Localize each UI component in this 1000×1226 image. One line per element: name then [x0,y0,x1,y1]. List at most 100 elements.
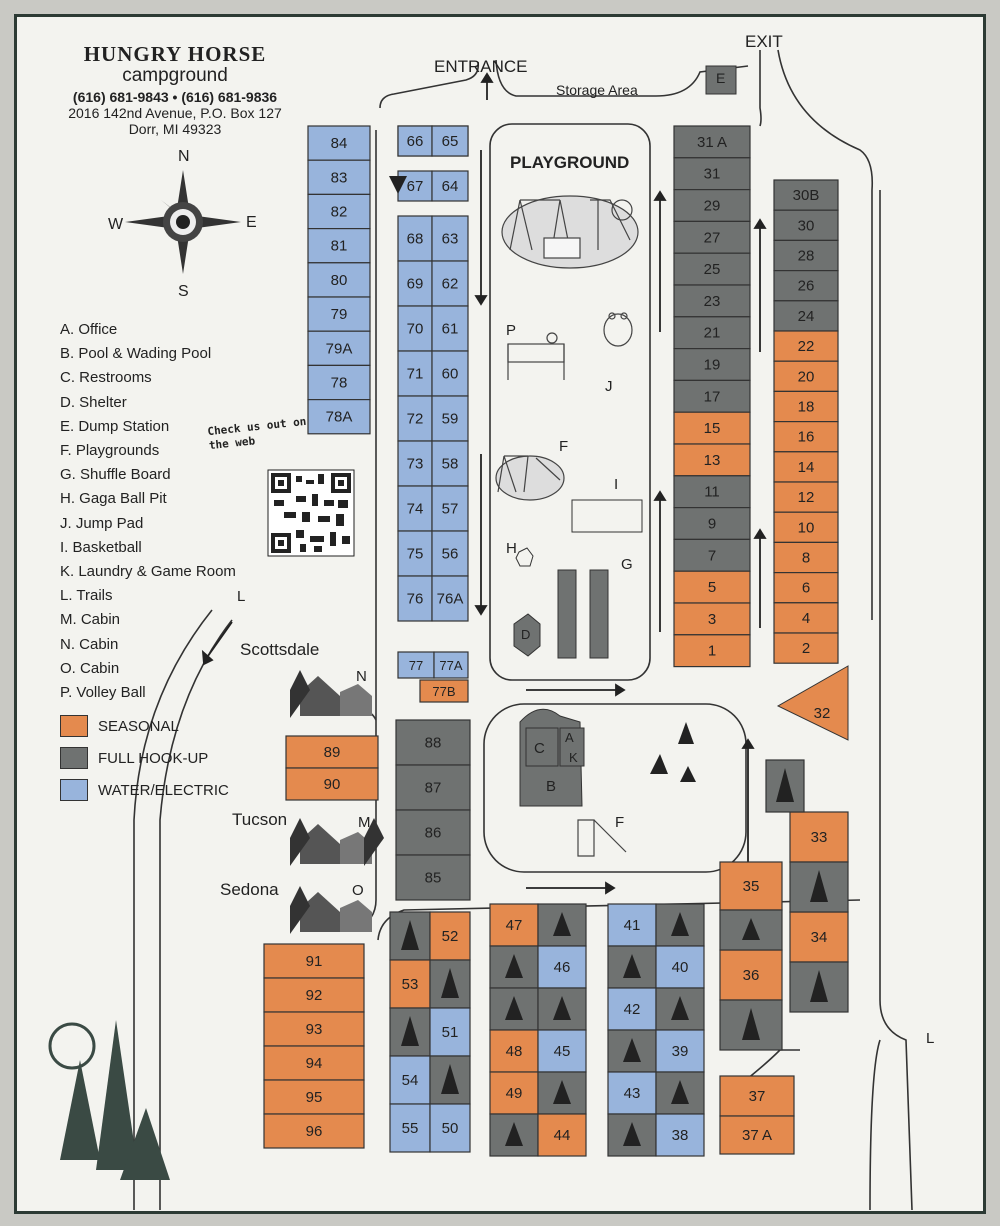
campsite[interactable]: 42 [607,987,657,1031]
campsite[interactable] [655,903,705,947]
campsite[interactable]: 83 [307,159,371,195]
campsite[interactable]: 27 [673,220,751,254]
campsite[interactable]: 36 [719,949,783,1001]
campsite[interactable]: 77A [433,651,469,679]
campsite[interactable]: 17 [673,379,751,413]
campsite[interactable]: 44 [537,1113,587,1157]
campsite[interactable]: 64 [431,170,469,202]
campsite[interactable]: 22 [773,330,839,362]
campsite[interactable]: 29 [673,189,751,223]
campsite[interactable]: 96 [263,1113,365,1149]
campsite[interactable]: 1 [673,634,751,668]
campsite[interactable]: 85 [395,854,471,901]
campsite[interactable]: 76A [431,575,469,622]
campsite[interactable]: 41 [607,903,657,947]
campsite[interactable]: 63 [431,215,469,262]
campsite[interactable]: 49 [489,1071,539,1115]
campsite[interactable]: 33 [789,811,849,863]
campsite[interactable]: 56 [431,530,469,577]
campsite[interactable]: 14 [773,451,839,483]
campsite[interactable]: 78 [307,364,371,401]
campsite[interactable]: 95 [263,1079,365,1115]
campsite[interactable]: 24 [773,300,839,332]
campsite[interactable]: 38 [655,1113,705,1157]
campsite[interactable]: 52 [429,911,471,961]
campsite[interactable]: 28 [773,239,839,272]
campsite[interactable]: 4 [773,602,839,634]
campsite[interactable]: 77 [397,651,435,679]
campsite[interactable]: 6 [773,571,839,604]
campsite[interactable]: 30 [773,209,839,241]
campsite[interactable]: 89 [285,735,379,769]
campsite[interactable]: 34 [789,911,849,963]
campsite[interactable] [607,1029,657,1073]
campsite[interactable]: 11 [673,475,751,509]
campsite[interactable]: 78A [307,399,371,435]
campsite[interactable]: 86 [395,809,471,856]
campsite[interactable] [489,1113,539,1157]
campsite[interactable]: 74 [397,485,433,532]
campsite[interactable]: 70 [397,305,433,352]
campsite[interactable]: 54 [389,1055,431,1105]
campsite[interactable]: 39 [655,1029,705,1073]
campsite[interactable]: 9 [673,507,751,541]
campsite[interactable]: 50 [429,1103,471,1153]
campsite[interactable]: 40 [655,945,705,989]
campsite[interactable]: 67 [397,170,433,202]
campsite[interactable]: 88 [395,719,471,766]
campsite[interactable]: 55 [389,1103,431,1153]
campsite[interactable] [719,909,783,951]
campsite[interactable]: 71 [397,350,433,397]
campsite[interactable] [719,999,783,1051]
campsite[interactable]: 92 [263,977,365,1013]
campsite[interactable]: 77B [419,679,469,703]
campsite[interactable]: 69 [397,260,433,307]
campsite[interactable]: 5 [673,570,751,604]
campsite[interactable]: 62 [431,260,469,307]
campsite[interactable]: 59 [431,395,469,442]
campsite[interactable]: 15 [673,411,751,445]
campsite[interactable]: 48 [489,1029,539,1073]
campsite[interactable]: 2 [773,632,839,664]
campsite[interactable]: 31 A [673,125,751,159]
campsite[interactable]: 91 [263,943,365,979]
campsite[interactable] [607,945,657,989]
campsite[interactable]: 19 [673,348,751,382]
campsite[interactable]: 26 [773,270,839,302]
campsite[interactable]: 72 [397,395,433,442]
campsite[interactable]: 16 [773,421,839,453]
campsite[interactable]: 45 [537,1029,587,1073]
campsite[interactable] [537,903,587,947]
campsite[interactable] [537,987,587,1031]
campsite[interactable] [789,961,849,1013]
campsite[interactable] [789,861,849,913]
campsite[interactable]: 32 [776,665,849,741]
campsite[interactable]: 60 [431,350,469,397]
campsite[interactable]: 10 [773,511,839,544]
campsite[interactable]: 82 [307,193,371,230]
campsite[interactable]: 8 [773,541,839,574]
campsite[interactable]: 23 [673,284,751,318]
campsite[interactable] [537,1071,587,1115]
campsite[interactable]: 53 [389,959,431,1009]
campsite[interactable]: 90 [285,767,379,801]
campsite[interactable]: 81 [307,228,371,264]
campsite[interactable]: 47 [489,903,539,947]
campsite[interactable]: 66 [397,125,433,157]
campsite[interactable]: 57 [431,485,469,532]
campsite[interactable]: 73 [397,440,433,487]
campsite[interactable]: 7 [673,538,751,572]
campsite[interactable]: 31 [673,157,751,191]
campsite[interactable] [389,176,407,194]
campsite[interactable]: 61 [431,305,469,352]
campsite[interactable]: 84 [307,125,371,161]
campsite[interactable]: 43 [607,1071,657,1115]
campsite[interactable]: 51 [429,1007,471,1057]
campsite[interactable]: 79A [307,330,371,367]
campsite[interactable] [655,987,705,1031]
campsite[interactable]: 87 [395,764,471,811]
campsite[interactable]: 3 [673,602,751,636]
campsite[interactable]: 75 [397,530,433,577]
campsite[interactable]: 37 A [719,1115,795,1155]
campsite[interactable]: 12 [773,481,839,513]
